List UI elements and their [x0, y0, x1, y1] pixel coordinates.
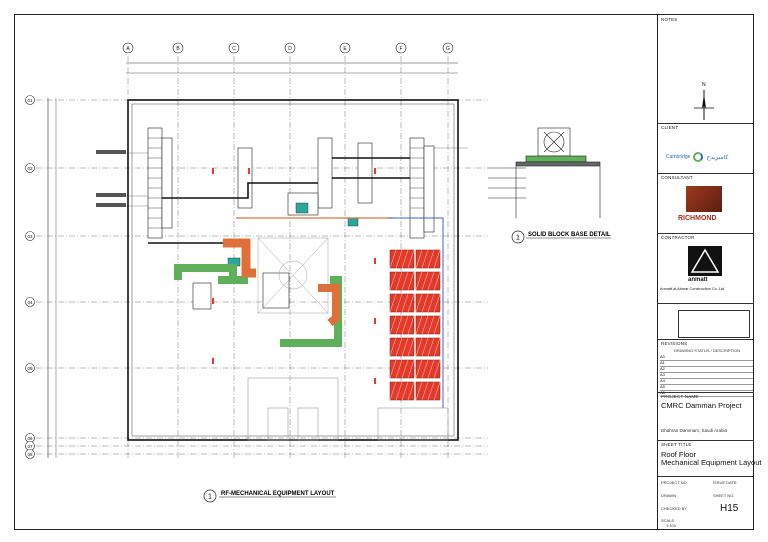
- consultant-label: CONSULTANT: [661, 175, 693, 180]
- detail-title: SOLID BLOCK BASE DETAIL: [528, 232, 611, 238]
- sheet-title-line2: Mechanical Equipment Layout: [661, 458, 762, 467]
- detail-number: 1: [516, 235, 520, 242]
- contractor-full: Anmatt al-Ahmar Construction Co. Ltd.: [660, 287, 726, 291]
- title-block: NOTES N CLIENT Cambridge كامبريدج CONSUL…: [657, 14, 761, 530]
- grid-bubble: [25, 297, 35, 307]
- tank-cell: [389, 337, 415, 357]
- tank-cell: [415, 337, 441, 357]
- issue-date-label: ISSUE DATE: [713, 480, 737, 485]
- tank-cell: [415, 359, 441, 379]
- client-label: CLIENT: [661, 125, 679, 130]
- blue-line: [388, 217, 444, 408]
- red-hatch-tanks: [389, 249, 447, 401]
- grid-bubble: [25, 449, 35, 459]
- grid-row-label: 07: [27, 444, 33, 449]
- grid-col-label: B: [176, 46, 180, 52]
- scale-label: SCALE: [661, 518, 675, 523]
- tank-cell: [389, 381, 415, 401]
- grid-bubble: [25, 163, 35, 173]
- north-label: N: [702, 82, 706, 88]
- project-location: Dhahran Dammam, Saudi Arabia: [661, 428, 728, 433]
- tank-cell: [389, 359, 415, 379]
- grid-bubble: [339, 42, 351, 54]
- grid-bubble: [172, 42, 184, 54]
- tank-cell: [415, 249, 441, 269]
- contractor-name: anmatt: [688, 277, 708, 283]
- grid-bubble: [25, 95, 35, 105]
- tank-cell: [389, 271, 415, 291]
- grid-bubble: [25, 231, 35, 241]
- grid-bubble: [122, 42, 134, 54]
- tank-cell: [389, 315, 415, 335]
- grid-bubble: [442, 42, 454, 54]
- project-no-label: PROJECT NO.: [661, 480, 688, 485]
- grid-row-label: 08: [27, 452, 33, 457]
- grid-row-label: 04: [27, 300, 33, 305]
- grid-col-label: A: [126, 46, 130, 52]
- detail-drawing: [488, 127, 601, 218]
- drawn-label: DRAWN: [661, 493, 676, 498]
- floor-plan-drawing: A B C D E F G 01 02 03 04 05 06 07 08: [25, 42, 611, 503]
- sheet-title-line1: Roof Floor: [661, 450, 697, 459]
- grid-col-label: C: [232, 46, 236, 52]
- grid-row-label: 02: [27, 166, 33, 171]
- orange-duct: [223, 238, 256, 278]
- scale-value: 1:100: [666, 523, 677, 528]
- grid-col-label: G: [446, 46, 450, 52]
- green-duct: [174, 264, 248, 284]
- grid-col-label: D: [288, 46, 292, 52]
- tank-cell: [389, 249, 415, 269]
- main-title: RF-MECHANICAL EQUIPMENT LAYOUT: [221, 491, 335, 497]
- revisions-label: REVISIONS: [661, 341, 688, 346]
- consultant-logo-icon: [686, 186, 722, 212]
- drawing-sheet: [14, 14, 754, 530]
- grid-row-label: 01: [27, 98, 33, 103]
- grid-row-label: 05: [27, 366, 33, 371]
- sheet-title-label: SHEET TITLE: [661, 442, 692, 447]
- grid-bubble: [228, 42, 240, 54]
- notes-label: NOTES: [661, 17, 678, 22]
- sheet-no-label: SHEET NO.: [713, 493, 735, 498]
- grid-row-label: 06: [27, 436, 33, 441]
- project-name: CMRC Damman Project: [661, 401, 742, 410]
- stamp-box: [678, 310, 750, 338]
- client-logo: Cambridge كامبريدج: [666, 152, 729, 162]
- client-logo-icon: [693, 152, 704, 162]
- grid-col-label: E: [343, 46, 347, 52]
- checked-label: CHECKED BY: [661, 506, 688, 511]
- consultant-name: RICHMOND: [678, 215, 717, 222]
- contractor-label: CONTRACTOR: [661, 235, 695, 240]
- tank-cell: [415, 315, 441, 335]
- revision-row: A5: [660, 384, 753, 391]
- grid-bubble: [284, 42, 296, 54]
- grid-row-label: 03: [27, 234, 33, 239]
- revision-row: A1: [660, 360, 753, 367]
- main-title-number: 1: [208, 494, 212, 501]
- tank-cell: [415, 293, 441, 313]
- tank-cell: [415, 271, 441, 291]
- revision-row: A2: [660, 366, 753, 373]
- tank-cell: [389, 293, 415, 313]
- sheet-number: H15: [720, 503, 739, 514]
- revision-row: A0: [660, 354, 753, 361]
- revision-row: A4: [660, 378, 753, 385]
- project-name-label: PROJECT NAME: [661, 394, 699, 399]
- north-arrow-icon: N: [692, 82, 716, 122]
- contractor-logo-icon: [688, 246, 722, 276]
- revision-row: A3: [660, 372, 753, 379]
- grid-bubble: [25, 363, 35, 373]
- grid-bubble: [395, 42, 407, 54]
- grid-col-label: F: [399, 46, 402, 52]
- revisions-header: DRAWING STATUS / DESCRIPTION: [674, 348, 741, 353]
- tank-cell: [415, 381, 441, 401]
